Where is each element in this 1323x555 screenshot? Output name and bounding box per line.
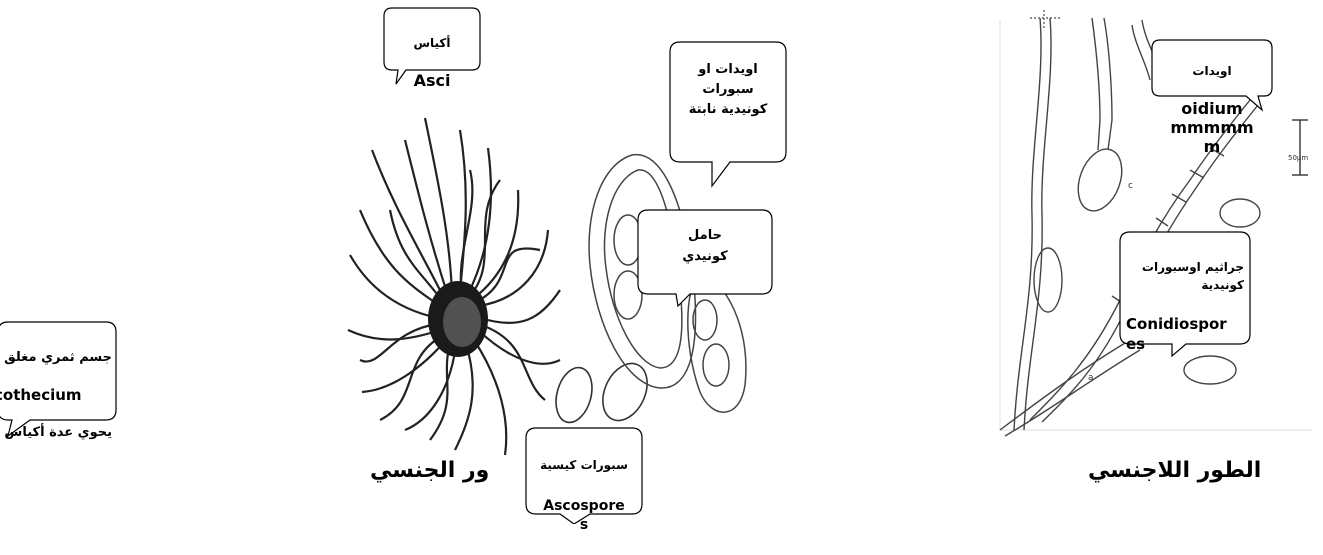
- asci-label-en: Asci: [384, 71, 480, 91]
- asci-label-ar: أكياس: [384, 36, 480, 51]
- cleistothecium-label-en: cothecium: [0, 386, 112, 405]
- cleistothecium-callout: جسم ثمري مغلق cothecium يحوي عدة أكياس: [0, 330, 116, 461]
- cleistothecium-body: [428, 281, 488, 357]
- ascospores-drawing: [550, 356, 655, 427]
- ascospores-label-ar: سبورات كيسية: [526, 458, 642, 473]
- scale-label: 50µm: [1288, 154, 1308, 162]
- oidium-label-en: oidium mmmmm m: [1152, 99, 1272, 157]
- oidium-label-ar: اويدات: [1152, 64, 1272, 79]
- cleistothecium-label-ar1: جسم ثمري مغلق: [0, 350, 112, 366]
- conidiophore-callout: حامل كونيدي: [638, 226, 772, 268]
- conidiospores-label-ar: جراثيم اوسبورات كونيدية: [1126, 258, 1250, 294]
- asci-callout: أكياس Asci: [384, 16, 480, 111]
- ascospores-callout: سبورات كيسية Ascospore s: [526, 438, 642, 555]
- oidia-conidia-callout: اويدات او سبورات كونيدية نابتة: [670, 60, 786, 120]
- oidium-callout: اويدات oidium mmmmm m: [1152, 44, 1272, 177]
- sexual-stage-caption: ور الجنسي: [370, 458, 489, 483]
- cleistothecium-label-ar2: يحوي عدة أكياس: [0, 425, 112, 441]
- conidiospores-callout: جراثيم اوسبورات كونيدية Conidiospor es: [1120, 238, 1250, 375]
- asexual-stage-caption: الطور اللاجنسي: [1088, 458, 1261, 483]
- conidiospores-label-en: Conidiospor es: [1126, 314, 1250, 355]
- ascospores-label-en: Ascospore s: [526, 497, 642, 535]
- panel-label-a: a: [1088, 373, 1094, 383]
- panel-label-c: c: [1128, 181, 1133, 191]
